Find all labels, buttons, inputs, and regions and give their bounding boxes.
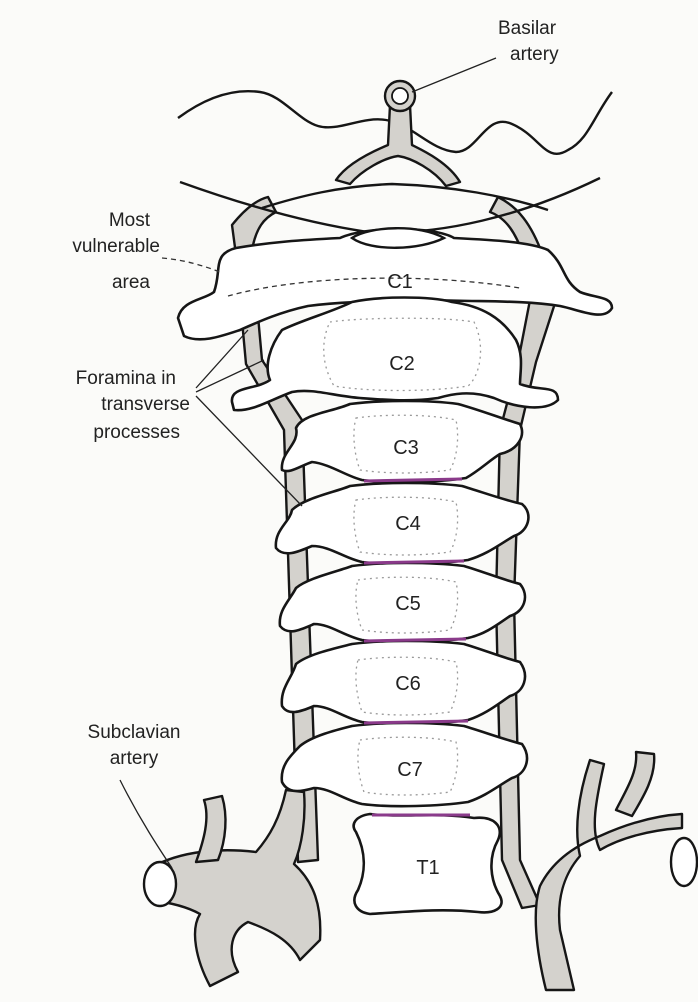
vertebra-label-c3: C3 bbox=[393, 437, 419, 459]
basilar-artery-lumen-inner bbox=[392, 88, 408, 104]
foramina-label-line2: transverse bbox=[101, 394, 190, 415]
left-subclavian-branch bbox=[196, 796, 225, 862]
vulnerable-area-label-line1: Most bbox=[109, 210, 151, 231]
vertebra-label-c6: C6 bbox=[395, 673, 421, 695]
vertebra-label-c2: C2 bbox=[389, 353, 415, 375]
right-subclavian-branch bbox=[616, 752, 654, 816]
foramina-label-line1: Foramina in bbox=[76, 368, 176, 389]
basilar-leader bbox=[412, 58, 496, 92]
left-subclavian-lumen bbox=[144, 862, 176, 906]
basilar-artery bbox=[336, 105, 460, 186]
vertebra-label-c1: C1 bbox=[387, 271, 413, 293]
vertebra-label-t1: T1 bbox=[416, 857, 439, 879]
vulnerable-area-label-line3: area bbox=[112, 272, 150, 293]
right-subclavian-artery bbox=[536, 760, 682, 990]
foramina-label-line3: processes bbox=[93, 422, 180, 443]
subclavian-label-line2: artery bbox=[110, 748, 159, 769]
vertebra-label-c7: C7 bbox=[397, 759, 423, 781]
disc-c3-c4 bbox=[364, 479, 462, 481]
basilar-artery-label-line1: Basilar bbox=[498, 18, 557, 39]
disc-c4-c5 bbox=[364, 561, 464, 563]
vertebra-label-c5: C5 bbox=[395, 593, 421, 615]
subclavian-leader bbox=[120, 780, 172, 868]
right-subclavian-lumen bbox=[671, 838, 697, 886]
vulnerable-area-label-line2: vulnerable bbox=[72, 236, 160, 257]
disc-c5-c6 bbox=[364, 639, 466, 641]
basilar-artery-label-line2: artery bbox=[510, 44, 559, 65]
disc-c6-c7 bbox=[364, 721, 468, 723]
vulnerable-leader bbox=[162, 258, 220, 272]
subclavian-label-line1: Subclavian bbox=[88, 722, 181, 743]
vertebra-label-c4: C4 bbox=[395, 513, 421, 535]
